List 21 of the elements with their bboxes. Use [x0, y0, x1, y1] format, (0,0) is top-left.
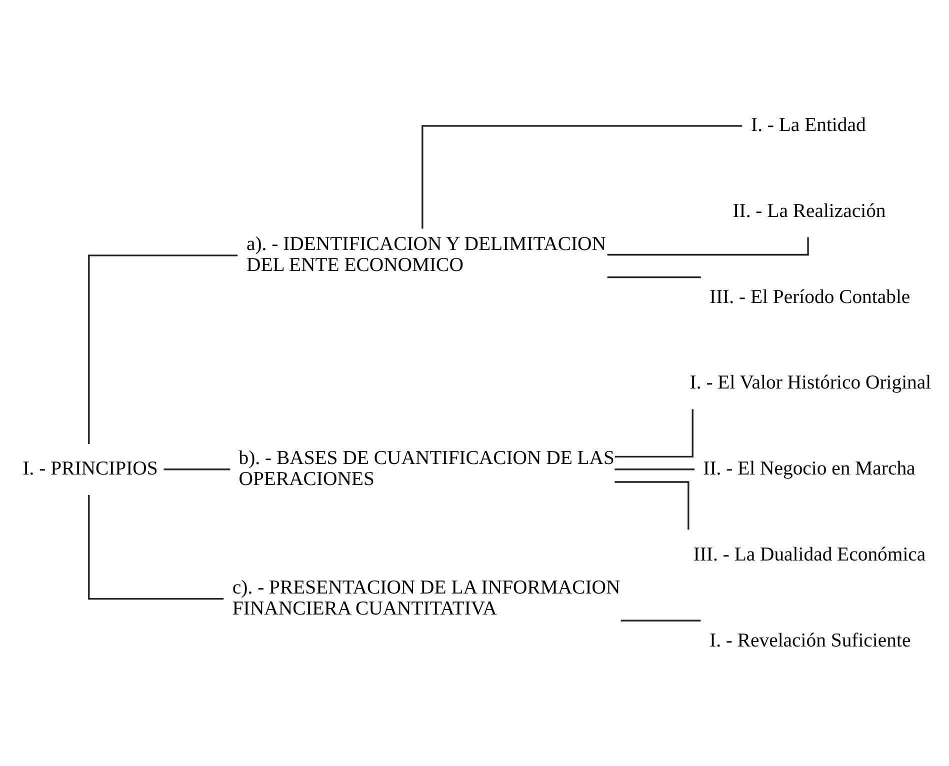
- connector: [164, 468, 230, 470]
- connector: [620, 619, 701, 621]
- connector: [614, 480, 690, 530]
- node-text: II. - La Realización: [732, 200, 886, 222]
- node-text: III. - La Dualidad Económica: [693, 542, 926, 565]
- connector: [88, 254, 238, 444]
- node-text: I. - La Entidad: [751, 114, 866, 136]
- connector: [614, 468, 695, 470]
- connector: [607, 276, 701, 278]
- node-text: I. - El Valor Histórico Original: [690, 371, 932, 394]
- node-text: I. - PRINCIPIOS: [22, 457, 158, 480]
- node-text: a). - IDENTIFICACION Y DELIMITACION DEL ENTE ECONOMICO: [246, 232, 606, 276]
- node-text: II. - El Negocio en Marcha: [703, 457, 916, 480]
- node-text: III. - El Período Contable: [710, 285, 910, 308]
- connector: [422, 124, 742, 228]
- node-text: I. - Revelación Suficiente: [710, 628, 911, 651]
- connector: [607, 236, 809, 256]
- node-text: b). - BASES DE CUANTIFICACION DE LAS OPERACIONES: [238, 446, 614, 490]
- connector: [88, 494, 224, 600]
- node-text: c). - PRESENTACION DE LA INFORMACION FINANCIERA CUANTITATIVA: [232, 576, 620, 620]
- connector: [614, 408, 694, 458]
